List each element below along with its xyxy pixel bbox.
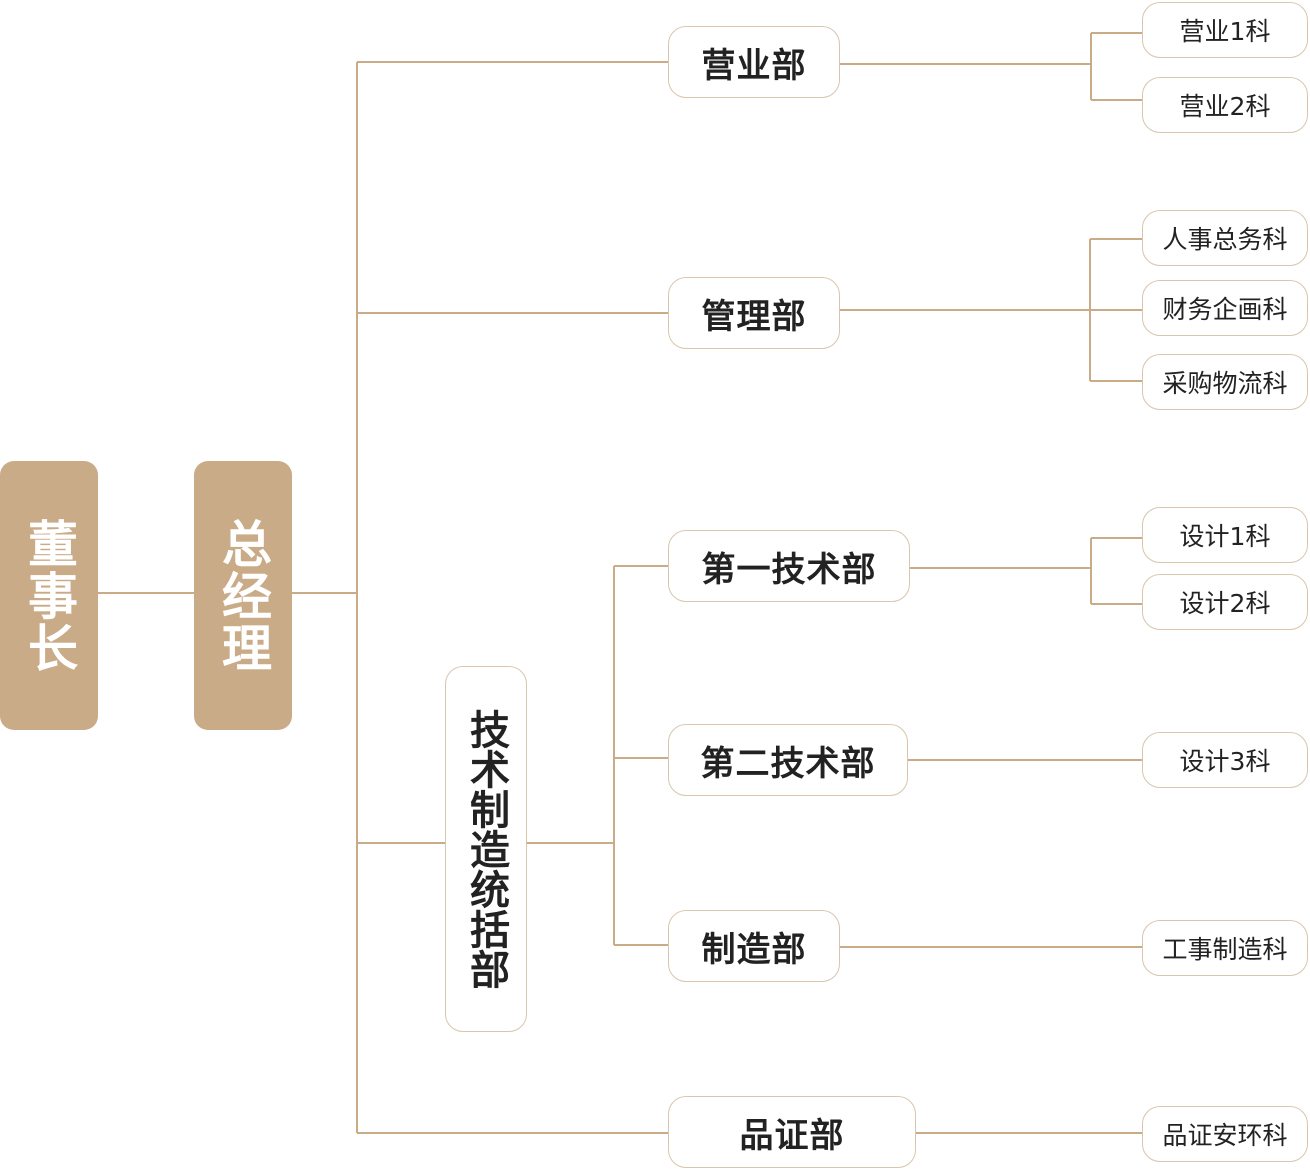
section-sales-1: 营业1科 — [1142, 2, 1308, 58]
president-node: 总经理 — [194, 461, 292, 730]
quality-department: 品证部 — [668, 1096, 916, 1168]
manufacturing-department: 制造部 — [668, 910, 840, 982]
admin-department: 管理部 — [668, 277, 840, 349]
section-design-3: 设计3科 — [1142, 732, 1308, 788]
section-construction-manufacturing: 工事制造科 — [1142, 920, 1308, 976]
section-finance-planning: 财务企画科 — [1142, 280, 1308, 336]
chairman-node: 董事长 — [0, 461, 98, 730]
section-hr-general-affairs: 人事总务科 — [1142, 210, 1308, 266]
section-purchasing-logistics: 采购物流科 — [1142, 354, 1308, 410]
section-design-1: 设计1科 — [1142, 507, 1308, 563]
section-quality-safety-environment: 品证安环科 — [1142, 1106, 1308, 1162]
section-design-2: 设计2科 — [1142, 574, 1308, 630]
tech2-department: 第二技术部 — [668, 724, 908, 796]
tech1-department: 第一技术部 — [668, 530, 910, 602]
sales-department: 营业部 — [668, 26, 840, 98]
section-sales-2: 营业2科 — [1142, 77, 1308, 133]
tech-manufacturing-hq-node: 技术制造统括部 — [445, 666, 527, 1032]
